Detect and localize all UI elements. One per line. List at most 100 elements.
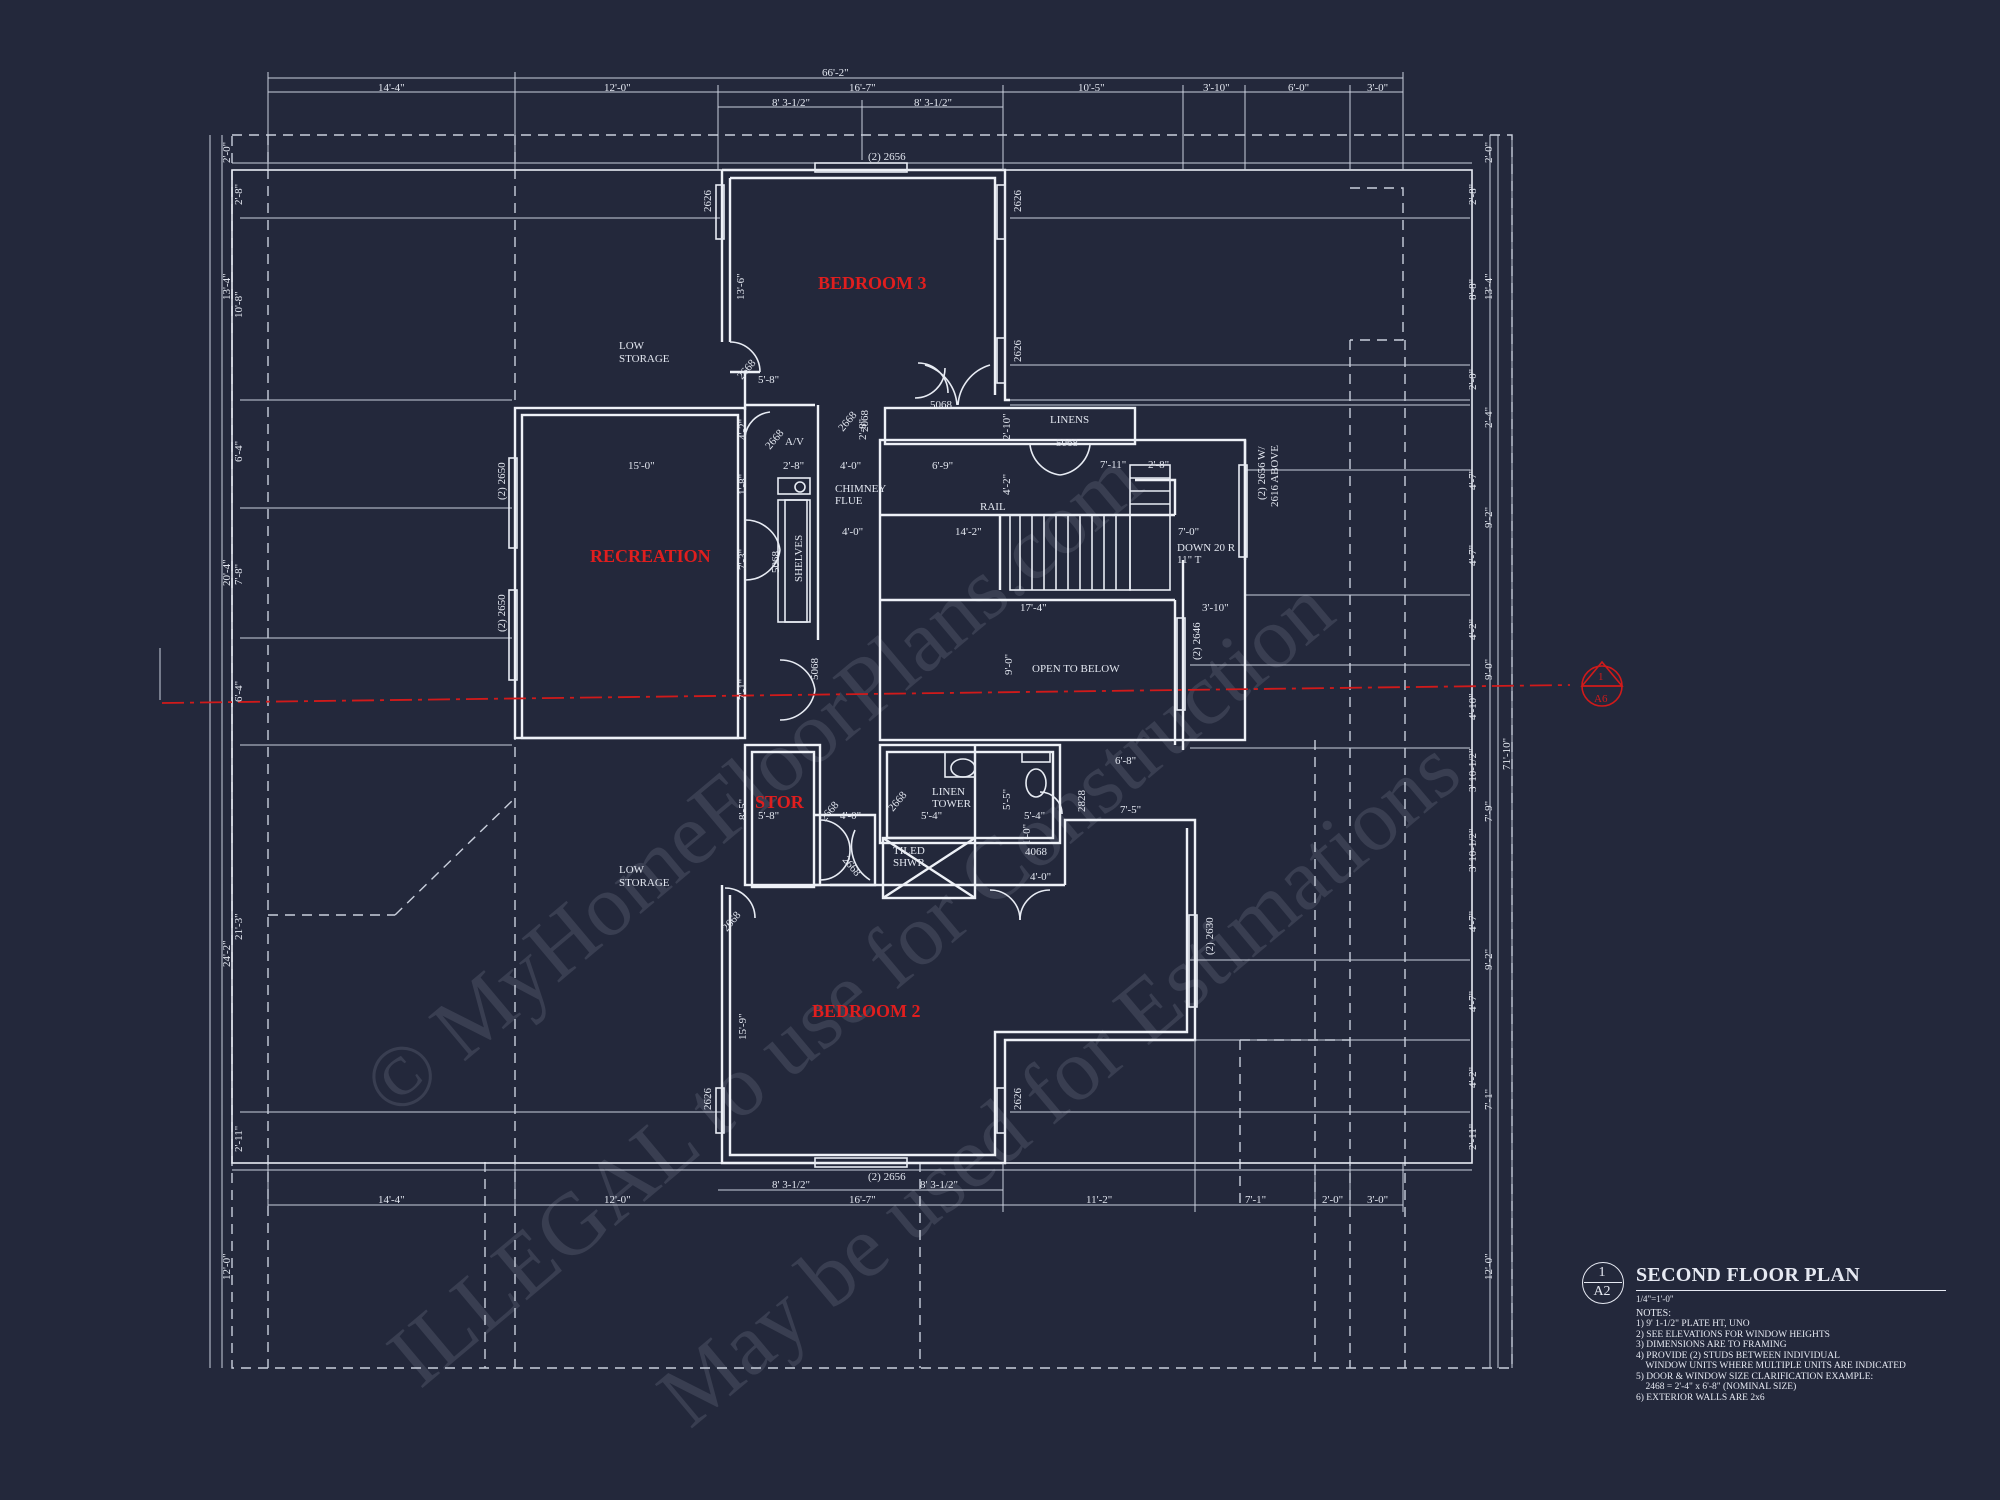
room-labels: BEDROOM 3 RECREATION STOR BEDROOM 2 [590, 273, 927, 1021]
dim-top-d: 10'-5" [1078, 82, 1105, 94]
section-line [161, 684, 1571, 704]
drawing-title: SECOND FLOOR PLAN [1636, 1264, 1861, 1286]
door-tag-5068-a: 5068 [930, 399, 953, 411]
dim-left-j: 21'-3" [233, 913, 245, 940]
dim-inner-v: 6'-8" [1115, 755, 1136, 767]
dim-left-a: 2'-0" [221, 142, 233, 163]
dim-bottom-a: 14'-4" [378, 1194, 405, 1206]
dim-right-p: 4'-7" [1467, 911, 1479, 932]
dim-inner-m: 4'-2" [1001, 474, 1013, 495]
dim-inner-x: 5'-4" [921, 810, 942, 822]
section-number: 1 [1598, 671, 1604, 683]
notes-list: 1) 9' 1-1/2" PLATE HT, UNO 2) SEE ELEVAT… [1636, 1319, 1966, 1403]
dim-inner-ad: 4'-0" [840, 810, 861, 822]
dimension-text-right: 2'-0" 2'-8" 13'-4" 8'-8" 2'-0" 2'-4" 4'-… [1467, 142, 1513, 1280]
dim-right-a: 2'-0" [1483, 142, 1495, 163]
dim-inner-ac: 5'-8" [758, 810, 779, 822]
dim-inner-aa: 7'-5" [1120, 804, 1141, 816]
dim-left-f: 20'-4" [221, 559, 233, 586]
note-item: 3) DIMENSIONS ARE TO FRAMING [1636, 1340, 1787, 1350]
dim-inner-j: 7'-11" [1100, 459, 1126, 471]
label-tiled-b: SHWR [893, 857, 925, 869]
door-tag-4068: 4068 [1025, 846, 1048, 858]
door-tag-2668-d: 2668 [818, 799, 842, 824]
dim-inner-r: 17'-4" [1020, 602, 1047, 614]
door-tag-2668-g: 2668 [720, 909, 744, 934]
section-cut: 1 A6 [161, 660, 1624, 707]
annotation-labels: LOW STORAGE LOW STORAGE A/V LINENS CHIMN… [619, 340, 1281, 889]
notes-heading: NOTES: [1636, 1308, 1671, 1319]
dim-bottom-d: 11'-2" [1086, 1194, 1112, 1206]
dim-inner-a: 13'-6" [735, 273, 747, 300]
door-tag-2828: 2828 [1076, 790, 1088, 813]
window-tag-2626-d: 2626 [702, 1088, 714, 1111]
label-window-above-b: 2616 ABOVE [1269, 445, 1281, 507]
window-tag-2626-c: 2626 [1012, 340, 1024, 363]
dim-bottom-e: 7'-1" [1245, 1194, 1266, 1206]
dim-left-g: 7'-8" [233, 564, 245, 585]
dim-bottom-c: 16'-7" [849, 1194, 876, 1206]
detail-number: 1 [1598, 1265, 1606, 1280]
dim-inner-h: 2'-8" [857, 419, 869, 440]
dim-inner-af: 4'-0" [1030, 871, 1051, 883]
dim-inner-n: 4'-0" [842, 526, 863, 538]
dim-inner-u: 7'-1" [737, 679, 749, 700]
dim-left-e: 6'-4" [233, 441, 245, 462]
dim-inner-w: 5'-5" [1001, 789, 1013, 810]
bath-fixtures [944, 751, 1051, 798]
dim-inner-i: 2'-10" [1001, 413, 1013, 440]
dim-inner-q: 3'-10" [1202, 602, 1229, 614]
window-tag-2626-a: 2626 [702, 190, 714, 213]
door-tag-5068-c: 5068 [770, 551, 782, 574]
dim-right-k: 9'-0" [1483, 659, 1495, 680]
dimension-text-bottom: 14'-4" 12'-0" 16'-7" 11'-2" 7'-1" 2'-0" … [378, 1179, 1388, 1206]
label-linens: LINENS [1050, 414, 1089, 426]
dim-right-j: 4'-2" [1467, 619, 1479, 640]
dim-top-b: 12'-0" [604, 82, 631, 94]
dim-left-l: 12'-0" [221, 1253, 233, 1280]
dim-top-a: 14'-4" [378, 82, 405, 94]
dim-bottom-g: 3'-0" [1367, 1194, 1388, 1206]
dim-right-m: 3' 10-1/2" [1467, 749, 1479, 792]
dim-top-c: 16'-7" [849, 82, 876, 94]
detail-callout [1582, 1262, 1624, 1304]
windows [508, 162, 1248, 1168]
dim-right-g: 4'-7" [1467, 469, 1479, 490]
dim-inner-g: 15'-0" [628, 460, 655, 472]
window-tag-rec-a: (2) 2650 [496, 462, 508, 500]
dim-right-c: 13'-4" [1483, 273, 1495, 300]
label-down-a: DOWN 20 R [1177, 542, 1236, 554]
dim-top-c2: 8' 3-1/2" [914, 97, 952, 109]
dim-bottom-c1: 8' 3-1/2" [772, 1179, 810, 1191]
dim-right-u: 2'-11" [1467, 1124, 1479, 1150]
door-tag-2068: 2068 [859, 410, 871, 433]
dim-left-d: 10'-8" [233, 291, 245, 318]
door-tag-2668-b: 2668 [763, 427, 787, 452]
label-linen-tower-a: LINEN [932, 786, 965, 798]
section-sheet: A6 [1594, 693, 1608, 705]
dim-inner-o: 14'-2" [955, 526, 982, 538]
dim-right-v: 12'-0" [1483, 1253, 1495, 1280]
dim-right-r: 4'-7" [1467, 991, 1479, 1012]
dim-left-k: 2'-11" [233, 1126, 245, 1152]
dim-inner-c: 4'-2" [737, 419, 749, 440]
dim-top-overall: 66'-2" [822, 67, 849, 79]
dim-right-q: 9'-2" [1483, 949, 1495, 970]
dim-right-b: 2'-8" [1467, 184, 1479, 205]
dim-inner-z: 1'-0" [1021, 824, 1033, 845]
note-item: WINDOW UNITS WHERE MULTIPLE UNITS ARE IN… [1636, 1361, 1906, 1371]
label-linen-tower-b: TOWER [932, 798, 972, 810]
window-tag-top: (2) 2656 [868, 151, 906, 163]
dimension-text-top: 66'-2" 14'-4" 12'-0" 16'-7" 10'-5" 3'-10… [378, 67, 1388, 109]
dimension-lines [159, 72, 1513, 1368]
dim-left-i: 24'-2" [221, 940, 233, 967]
room-stor: STOR [755, 792, 805, 812]
note-item: 2) SEE ELEVATIONS FOR WINDOW HEIGHTS [1636, 1329, 1830, 1340]
dim-inner-l: 1'-8" [737, 474, 749, 495]
dim-top-g: 3'-0" [1367, 82, 1388, 94]
room-recreation: RECREATION [590, 546, 711, 566]
dim-inner-s: 9'-0" [1003, 654, 1015, 675]
dim-left-b: 2'-8" [233, 184, 245, 205]
label-shelves: SHELVES [793, 535, 805, 582]
